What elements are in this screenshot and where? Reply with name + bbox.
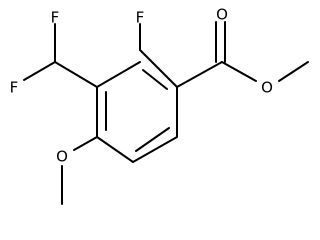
atom-label-fluorine-left-upper: F	[51, 9, 60, 27]
bond-carbonyl-to-ester-o	[221, 61, 257, 82]
bond-cf2h-to-fluorine-lower	[23, 61, 56, 81]
bond-ester-o-to-methyl	[278, 61, 309, 82]
methyl-ester-group	[176, 21, 309, 88]
atom-label-carbonyl-oxygen: O	[216, 6, 228, 24]
atom-labels: F F F O O O	[10, 6, 273, 166]
bond-ring-to-carbonyl	[176, 61, 223, 88]
benzene-ring	[96, 49, 178, 163]
bond-ring-to-methoxy-o	[73, 136, 98, 151]
atom-label-fluorine-top: F	[136, 9, 145, 27]
ring-bond-c5-c4	[96, 136, 134, 163]
ring-bond-c2-c1	[139, 49, 178, 88]
molecule-structure-diagram: F F F O O O	[10, 6, 309, 205]
ring-bond-c3-c2	[96, 61, 141, 88]
ring-inner-double-bond-1	[142, 69, 168, 90]
ring-inner-double-bond-2	[135, 127, 170, 152]
difluoromethyl-group	[23, 23, 98, 88]
ring-bond-c6-c5	[132, 136, 178, 163]
atom-label-methoxy-oxygen: O	[56, 148, 68, 166]
bond-ring-to-cf2h	[54, 61, 98, 88]
atom-label-ester-oxygen: O	[261, 79, 273, 97]
methoxy-group	[61, 136, 98, 205]
atom-label-fluorine-left-lower: F	[10, 79, 19, 97]
